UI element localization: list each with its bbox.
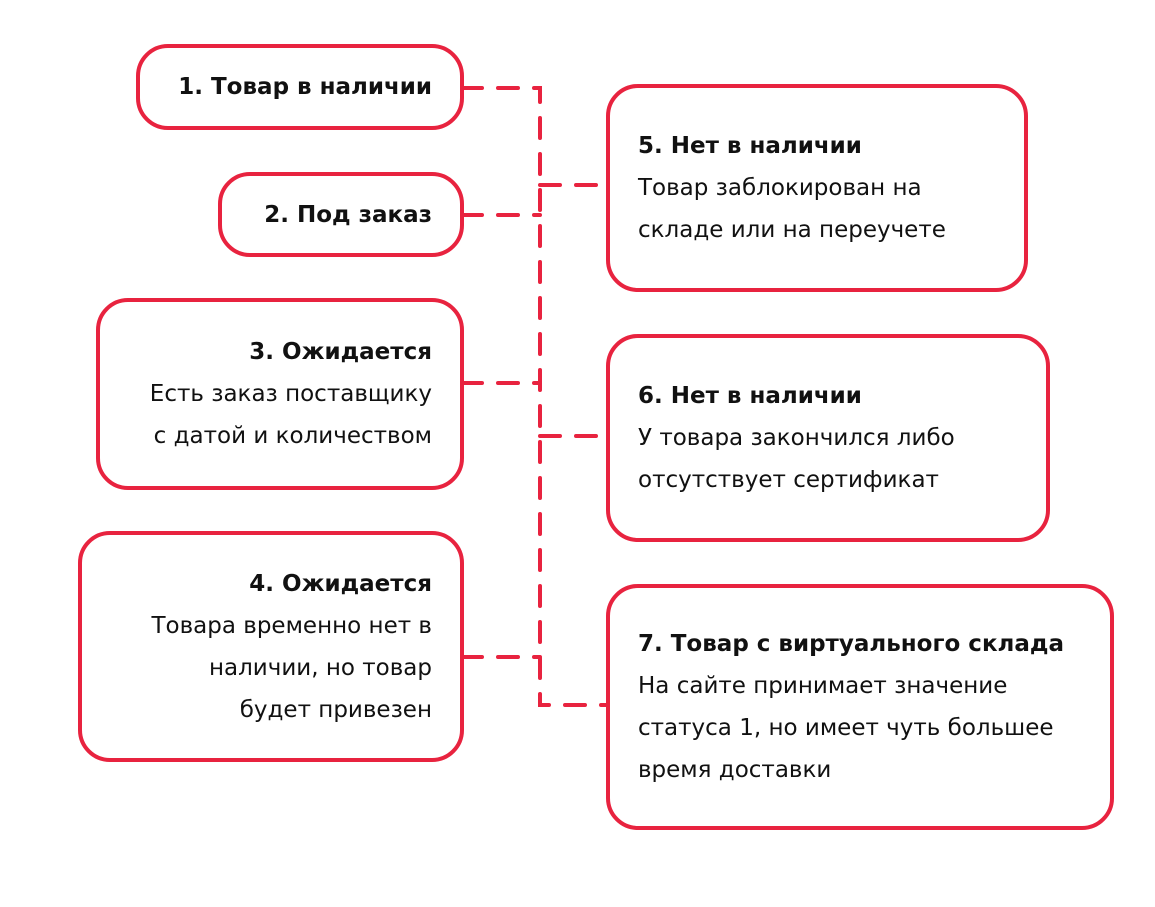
status-desc: Есть заказ поставщику [149,381,432,407]
status-box-5: 5. Нет в наличии Товар заблокирован на с… [606,84,1028,292]
status-box-2: 2. Под заказ [218,172,464,257]
status-desc: время доставки [638,757,832,783]
status-desc: отсутствует сертификат [638,467,939,493]
connector-trunk [460,86,608,707]
status-title: 4. Ожидается [249,570,432,597]
status-title: 1. Товар в наличии [178,74,432,100]
status-title: 7. Товар с виртуального склада [638,631,1065,657]
status-desc: На сайте принимает значение [638,673,1008,699]
status-box-7: 7. Товар с виртуального склада На сайте … [606,584,1114,830]
status-desc: складе или на переучете [638,217,946,243]
status-desc: наличии, но товар [208,654,432,681]
status-desc: будет привезен [239,696,432,723]
status-desc: Товар заблокирован на [638,175,922,201]
status-box-3: 3. Ожидается Есть заказ поставщику с дат… [96,298,464,490]
status-desc: Товара временно нет в [151,612,433,639]
status-title: 2. Под заказ [264,201,432,228]
status-box-1: 1. Товар в наличии [136,44,464,130]
status-desc: статуса 1, но имеет чуть большее [638,715,1054,741]
status-desc: У товара закончился либо [638,425,955,451]
status-title: 6. Нет в наличии [638,383,862,409]
status-title: 3. Ожидается [249,339,432,365]
status-box-6: 6. Нет в наличии У товара закончился либ… [606,334,1050,542]
status-title: 5. Нет в наличии [638,133,862,159]
status-box-4: 4. Ожидается Товара временно нет в налич… [78,531,464,762]
status-desc: с датой и количеством [153,423,432,449]
